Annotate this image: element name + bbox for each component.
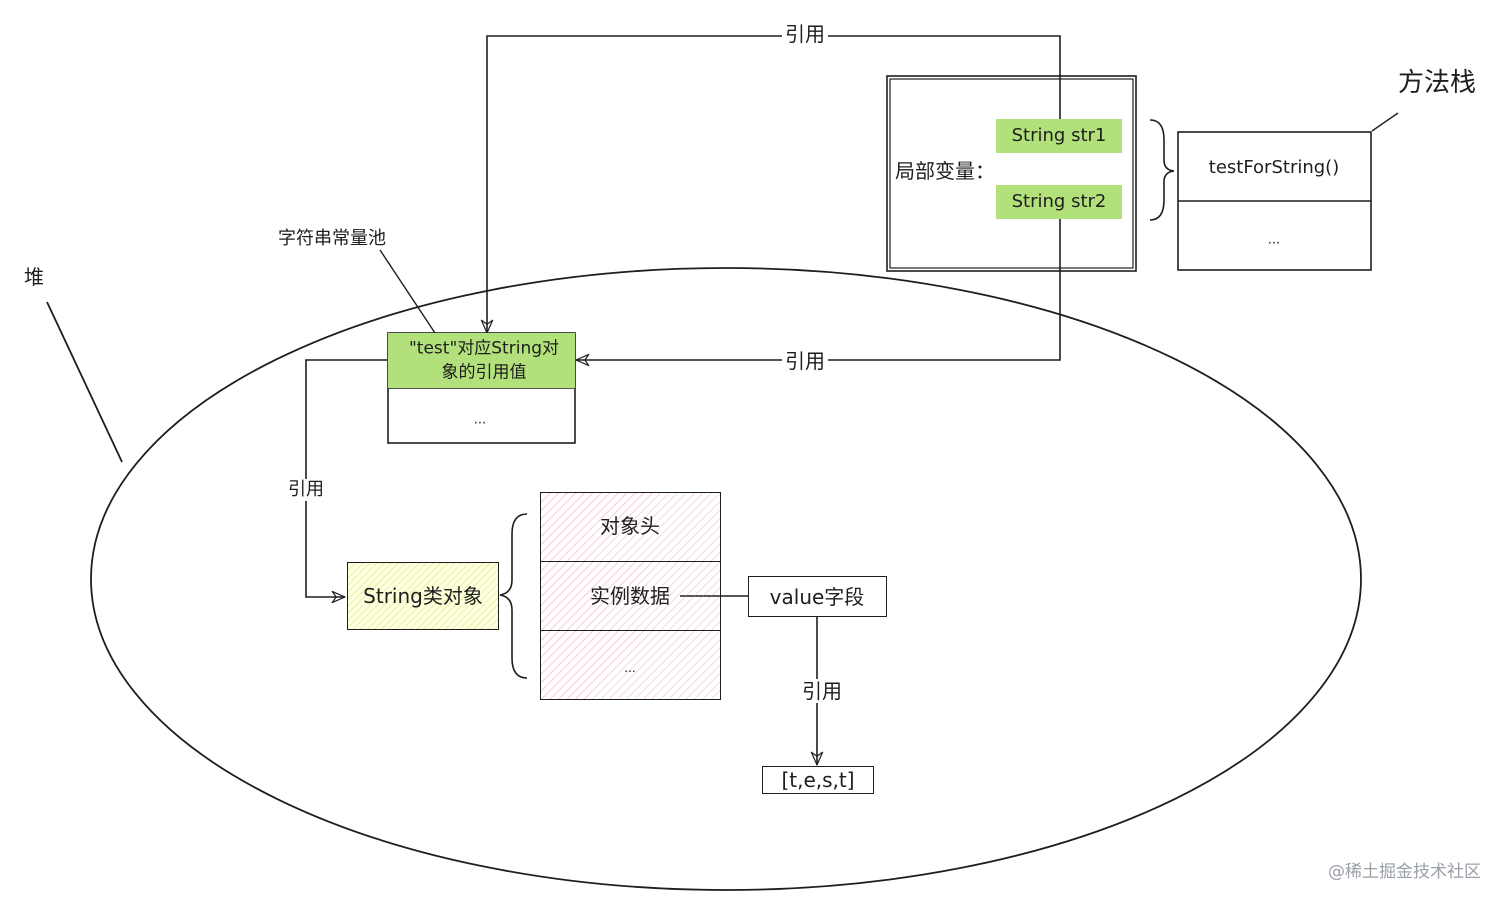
method-stack-item-testForString: testForString() <box>1208 157 1340 178</box>
watermark-text: @稀土掘金技术社区 <box>1328 862 1481 882</box>
char-array-box <box>762 766 874 794</box>
heap-pointer-line <box>46 301 123 463</box>
pool-entry-line2: 象的引用值 <box>441 362 527 383</box>
string-object-box <box>347 562 499 630</box>
local-var-str2: String str2 <box>1011 191 1107 212</box>
stack-brace <box>1149 119 1175 221</box>
pool-entry-more: ... <box>473 412 487 428</box>
local-var-str1-highlight <box>996 119 1122 153</box>
method-stack-label: 方法栈 <box>1398 68 1477 98</box>
local-vars-label: 局部变量： <box>895 159 995 183</box>
ref-arrow-str1 <box>480 35 1061 334</box>
string-pool-label: 字符串常量池 <box>278 228 386 249</box>
instance-data-label: 实例数据 <box>590 584 670 608</box>
pool-entry-line1: "test"对应String对 <box>408 338 560 359</box>
value-field-box <box>748 576 887 617</box>
ref-label-str1: 引用 <box>782 24 828 44</box>
heap-ellipse <box>90 267 1362 891</box>
stack-pointer-line <box>1371 112 1399 132</box>
char-array-label: [t,e,s,t] <box>781 768 855 792</box>
object-more-label: ... <box>624 661 636 675</box>
object-header-label: 对象头 <box>600 514 660 538</box>
pool-pointer-line <box>379 249 436 334</box>
pool-entry-highlight <box>388 333 575 388</box>
ref-label-pool-to-object: 引用 <box>288 479 324 501</box>
ref-arrow-str2 <box>575 205 1061 367</box>
object-header-box <box>540 492 721 562</box>
heap-label: 堆 <box>24 265 44 289</box>
object-more-box <box>540 630 721 700</box>
method-stack-item-more: ... <box>1267 232 1281 248</box>
ref-label-value-to-array: 引用 <box>800 679 844 703</box>
local-var-str1: String str1 <box>1011 125 1107 146</box>
local-vars-frame <box>886 75 1137 272</box>
string-object-label: String类对象 <box>363 584 483 608</box>
ref-arrow-pool-to-object <box>305 359 387 604</box>
object-brace <box>499 513 528 679</box>
instance-data-box <box>540 561 721 631</box>
value-field-label: value字段 <box>769 585 865 609</box>
local-var-str2-highlight <box>996 185 1122 219</box>
local-vars-frame-inner <box>889 78 1134 269</box>
ref-label-str2: 引用 <box>782 351 828 371</box>
